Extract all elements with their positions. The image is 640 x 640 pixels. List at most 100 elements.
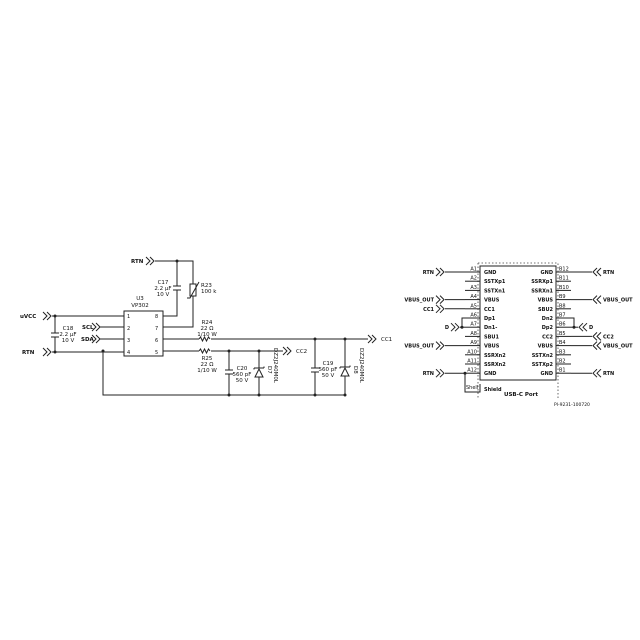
usb-net-label: VBUS_OUT [603, 298, 633, 304]
component-labels: uVCC RTN RTN SCL SDA CC1 CC2 U3 VP302 12… [20, 259, 392, 384]
c19-ref: C19 [323, 361, 334, 367]
usb-pin-name: VBUS [484, 344, 500, 350]
usb-net-label: RTN [603, 371, 614, 377]
usb-pin-number: B2 [559, 359, 566, 365]
ic-pin-number: 7 [155, 326, 158, 332]
d7-symbol [253, 366, 265, 378]
r23-symbol [189, 283, 197, 297]
usb-pin-name: GND [484, 371, 496, 377]
usb-pin-number: B8 [559, 303, 566, 309]
r25-ref: R25 [202, 356, 213, 362]
usb-pin-number: B1 [559, 368, 566, 374]
usb-pin-name: SBU1 [484, 334, 499, 340]
usb-pin-number: B5 [559, 331, 566, 337]
connector-arrow-icon [435, 368, 445, 378]
usb-pin-number: A5 [470, 303, 477, 309]
usb-pin-name: SSRXn1 [531, 288, 553, 294]
shell-pin: Shell [466, 385, 478, 391]
ic-pin-number: 6 [155, 338, 158, 344]
connector-arrow-icon-cc2 [282, 346, 292, 356]
c19-voltage: 50 V [322, 373, 335, 379]
r24-power: 1/10 W [197, 332, 217, 338]
usb-pin-number: B9 [559, 294, 566, 300]
usb-net-label: VBUS_OUT [603, 344, 633, 350]
usb-pin-name: SSTXp2 [532, 362, 554, 368]
usb-net-label: CC2 [603, 334, 614, 340]
r25-power: 1/10 W [197, 368, 217, 374]
usb-pin-number: B4 [559, 340, 566, 346]
net-label-rtn-left: RTN [22, 350, 35, 356]
usb-pin-name: Dn1- [484, 325, 497, 331]
usb-pin-name: SSTXn2 [532, 353, 554, 359]
r24-ref: R24 [202, 320, 213, 326]
c20-value: 560 pF [233, 372, 252, 378]
usb-net-label: D [589, 325, 593, 331]
c20-voltage: 50 V [236, 378, 249, 384]
ic-pin-number: 1 [127, 314, 130, 320]
usb-net-label: VBUS_OUT [404, 344, 434, 350]
usb-pin-number: B6 [559, 322, 566, 328]
d8-symbol [339, 365, 351, 377]
usb-pin-number: A6 [470, 313, 477, 319]
usb-pin-number: B11 [559, 276, 569, 282]
usb-c-body [479, 265, 557, 381]
usb-pin-name: GND [484, 270, 496, 276]
usb-pin-name: SSTXn1 [484, 288, 506, 294]
usb-pin-name: VBUS [538, 344, 554, 350]
drawing-number: PI-9231-100720 [554, 402, 590, 408]
ic-u3-body [123, 310, 164, 357]
connector-arrow-icon-sda [91, 334, 101, 344]
usb-net-label: RTN [423, 270, 434, 276]
r24-value: 22 Ω [201, 326, 214, 332]
connector-arrow-icon [435, 304, 445, 314]
usb-pin-number: A2 [470, 276, 477, 282]
ic-pin-number: 8 [155, 314, 158, 320]
net-label-scl: SCL [82, 325, 94, 331]
usb-pin-number: B12 [559, 267, 569, 273]
usb-net-label: VBUS_OUT [404, 298, 434, 304]
connector-arrow-icon-cc1 [367, 334, 377, 344]
usb-pin-name: VBUS [538, 298, 554, 304]
junction-dots [53, 259, 347, 397]
usb-pin-number: A11 [467, 359, 477, 365]
ic-part: VP302 [131, 303, 149, 309]
usb-pin-name: SSTXp1 [484, 279, 506, 285]
usb-pin-number: B3 [559, 349, 566, 355]
usb-pin-name: GND [541, 270, 553, 276]
c17-voltage: 10 V [157, 292, 170, 298]
connector-arrow-icon [592, 368, 602, 378]
usb-pin-name: SSRXn2 [484, 353, 506, 359]
connector-arrow-icon [435, 267, 445, 277]
c20-ref: C20 [237, 366, 248, 372]
usb-net-label: D [445, 325, 449, 331]
r25-symbol [198, 347, 211, 355]
r25-value: 22 Ω [201, 362, 214, 368]
usb-pin-number: A4 [470, 294, 477, 300]
net-connectors-left [42, 256, 377, 357]
d7-ref: D7 [266, 366, 272, 374]
usb-pin-name: SSRXn2 [484, 362, 506, 368]
usb-pin-number: A8 [470, 331, 477, 337]
usb-pin-number: A10 [467, 349, 477, 355]
junction-dot [572, 325, 576, 329]
usb-c-pins: A1GNDRTNA2SSTXp1A3SSTXn1A4VBUSVBUS_OUTA5… [404, 267, 633, 378]
ic-pin-number: 3 [127, 338, 130, 344]
c19-value: 560 pF [319, 367, 338, 373]
connector-arrow-icon [592, 332, 602, 341]
d8-ref: D8 [352, 366, 358, 374]
usb-pin-name: SSRXp1 [531, 279, 553, 285]
c17-value: 2.2 µF [154, 286, 171, 292]
d8-part: DZ2J240M0L [358, 348, 364, 384]
usb-pin-number: A7 [470, 322, 477, 328]
usb-pin-number: B7 [559, 313, 566, 319]
net-label-cc1: CC1 [381, 337, 392, 343]
c18-value: 2.2 µF [59, 332, 76, 338]
net-label-rtn-top: RTN [131, 259, 144, 265]
capacitor-symbols [51, 285, 319, 375]
ic-pin-number: 5 [155, 350, 158, 356]
connector-arrow-icon-rtn-left [42, 347, 52, 357]
r24-symbol [198, 335, 211, 343]
